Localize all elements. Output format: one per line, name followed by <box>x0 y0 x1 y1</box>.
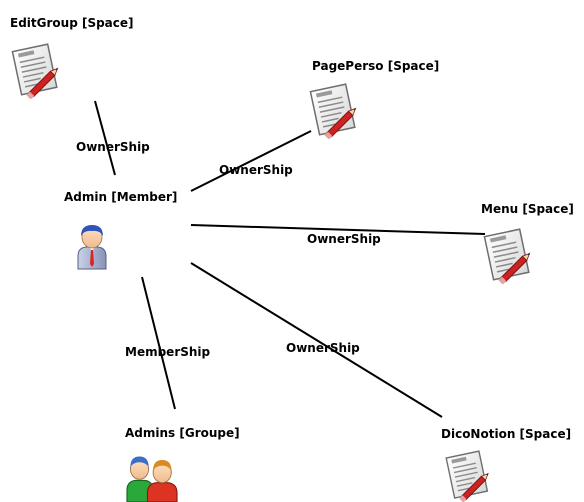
node-label: DicoNotion [Space] <box>441 427 571 441</box>
node-label: Admins [Groupe] <box>125 426 240 440</box>
edge-admin-diconotion[interactable]: OwnerShip <box>190 262 443 418</box>
edge-label: OwnerShip <box>76 140 150 154</box>
edge-label: OwnerShip <box>219 163 293 177</box>
edge-admin-admins[interactable]: MemberShip <box>125 276 211 410</box>
node-label: Admin [Member] <box>64 190 177 204</box>
node-admins[interactable]: Admins [Groupe] <box>125 426 240 502</box>
node-pageperso[interactable]: PagePerso [Space] <box>309 59 439 140</box>
node-editgroup[interactable]: EditGroup [Space] <box>10 16 134 100</box>
edge-label: OwnerShip <box>286 341 360 355</box>
document-pen-icon <box>309 83 359 139</box>
edge-label: OwnerShip <box>307 232 381 246</box>
edge-admin-editgroup[interactable]: OwnerShip <box>76 100 150 176</box>
node-menu[interactable]: Menu [Space] <box>481 202 574 285</box>
node-label: Menu [Space] <box>481 202 574 216</box>
node-diconotion[interactable]: DicoNotion [Space] <box>441 427 571 502</box>
user-icon <box>77 224 107 270</box>
edge-admin-pageperso[interactable]: OwnerShip <box>190 130 312 192</box>
edge-admin-menu[interactable]: OwnerShip <box>190 224 486 246</box>
edges: OwnerShip OwnerShip OwnerShip OwnerShip … <box>76 100 486 418</box>
node-label: EditGroup [Space] <box>10 16 134 30</box>
document-pen-icon <box>11 43 61 99</box>
document-pen-icon <box>483 228 533 284</box>
node-admin[interactable]: Admin [Member] <box>64 190 177 270</box>
group-icon <box>126 455 178 502</box>
edge-label: MemberShip <box>125 345 211 359</box>
node-label: PagePerso [Space] <box>312 59 439 73</box>
document-pen-icon <box>445 450 491 502</box>
